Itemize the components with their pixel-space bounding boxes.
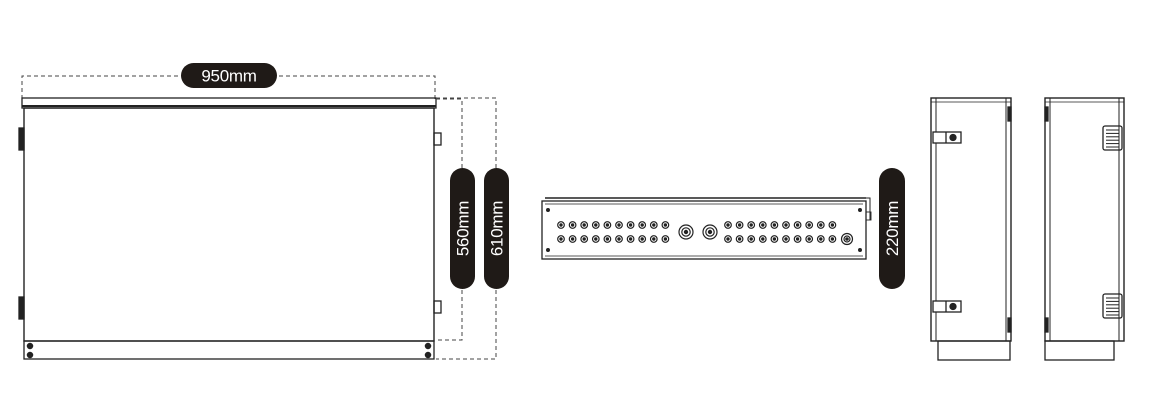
depth-label: 220mm xyxy=(883,201,902,256)
cable-gland-hole xyxy=(828,221,837,229)
cable-gland-hole xyxy=(603,235,612,243)
height-inner-label: 560mm xyxy=(454,201,473,256)
cable-gland-hole xyxy=(724,221,732,229)
front-right-latch-bottom xyxy=(433,300,442,314)
side-hinge-top xyxy=(932,131,962,144)
cable-gland-hole xyxy=(735,235,744,243)
front-left-hinge-top xyxy=(18,127,25,151)
front-right-latch-top xyxy=(433,132,442,146)
front-left-hinge-bottom xyxy=(18,296,25,320)
bottom-view xyxy=(541,197,872,260)
front-base-screw xyxy=(424,342,432,350)
cable-gland-hole xyxy=(557,235,565,243)
bottom-corner-screw xyxy=(857,208,862,213)
depth-label-pill: 220mm xyxy=(879,168,905,289)
bottom-corner-screw xyxy=(545,248,550,253)
cable-gland-hole xyxy=(615,221,623,229)
width-label-pill: 950mm xyxy=(181,63,277,88)
bottom-plate xyxy=(541,200,867,260)
cable-gland-hole xyxy=(591,235,600,243)
cable-gland-hole xyxy=(747,235,756,243)
cable-gland-hole xyxy=(828,235,837,243)
cable-gland-hole xyxy=(805,235,814,243)
cable-gland-hole xyxy=(603,221,612,229)
cable-gland-hole xyxy=(591,221,600,229)
cable-gland-hole xyxy=(649,235,658,243)
side-hinge-bottom xyxy=(932,300,962,313)
cable-gland-hole xyxy=(747,221,756,229)
front-base-screw xyxy=(26,351,34,359)
large-cable-gland xyxy=(840,232,854,246)
cable-gland-hole xyxy=(580,235,589,243)
cable-gland-hole xyxy=(626,221,635,229)
cable-gland-hole xyxy=(816,221,825,229)
cable-gland-hole xyxy=(661,235,670,243)
side-vent-grille-top xyxy=(1102,125,1123,151)
cable-gland-hole xyxy=(557,221,565,229)
front-body xyxy=(23,107,435,342)
large-cable-gland xyxy=(678,224,694,240)
cable-gland-hole xyxy=(724,235,732,243)
bottom-corner-screw xyxy=(545,208,550,213)
height-inner-dimension-line xyxy=(436,98,463,341)
cable-gland-hole xyxy=(816,235,825,243)
cable-gland-hole xyxy=(649,221,658,229)
front-base xyxy=(23,340,435,360)
cable-gland-hole xyxy=(758,221,767,229)
side-view-vent xyxy=(1044,97,1125,361)
cable-gland-hole xyxy=(758,235,767,243)
cable-gland-hole xyxy=(770,221,779,229)
side-view-hinge xyxy=(930,97,1012,361)
width-label: 950mm xyxy=(201,67,256,86)
cable-gland-hole xyxy=(638,235,647,243)
cable-gland-hole xyxy=(735,221,744,229)
front-view xyxy=(18,75,497,360)
cable-gland-hole xyxy=(782,235,790,243)
front-base-screw xyxy=(424,351,432,359)
height-outer-label-pill: 610mm xyxy=(484,168,509,289)
side-vent-grille-bottom xyxy=(1102,293,1123,319)
height-outer-label: 610mm xyxy=(488,201,507,256)
cable-gland-hole xyxy=(793,235,802,243)
large-cable-gland xyxy=(702,224,718,240)
cable-gland-hole xyxy=(770,235,779,243)
height-inner-label-pill: 560mm xyxy=(450,168,475,289)
cable-gland-holes xyxy=(557,221,837,243)
side-hinge-base xyxy=(937,340,1011,361)
cable-gland-hole xyxy=(580,221,589,229)
cable-gland-hole xyxy=(793,221,802,229)
cable-gland-hole xyxy=(782,221,790,229)
cable-gland-hole xyxy=(805,221,814,229)
side-vent-base xyxy=(1044,340,1115,361)
bottom-corner-screw xyxy=(857,248,862,253)
cable-gland-hole xyxy=(661,221,670,229)
cable-gland-hole xyxy=(568,221,577,229)
cable-gland-hole xyxy=(568,235,577,243)
cable-gland-hole xyxy=(626,235,635,243)
front-base-screw xyxy=(26,342,34,350)
cable-gland-hole xyxy=(615,235,623,243)
cable-gland-hole xyxy=(638,221,647,229)
